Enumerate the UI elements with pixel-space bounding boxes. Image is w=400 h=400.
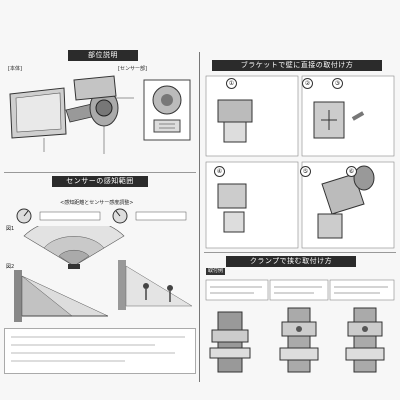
clamp-mount-title: クランプで挟む取付け方 [226,256,356,267]
detection-range-top-view [23,226,125,269]
notes-box [4,328,196,374]
wall-mount-title: ブラケットで壁に直接の取付け方 [212,60,382,71]
sensor-range-title: センサーの感知範囲 [52,176,148,187]
wall-mount-steps-illustration [205,75,395,249]
sensor-label: [センサー部] [118,66,147,72]
step-3-number: ③ [332,78,343,89]
clamp-example-badge: 取付例 [206,268,226,275]
step-6-number: ⑥ [346,166,357,177]
note-lines [11,336,185,362]
clamp-mount-illustration [205,279,395,373]
detection-range-side-view [14,270,109,322]
light-unit-illustration [9,75,191,154]
step-1-number: ① [226,78,237,89]
step-4-number: ④ [214,166,225,177]
figure-2-label: 図2 [6,264,15,270]
parts-description-title: 部位説明 [68,50,138,61]
sensitivity-dial-illustration [16,208,187,224]
front-label: [本体] [8,66,22,72]
detection-distance-label: <感知距離とセンサー感度調整> [60,200,134,206]
step-2-number: ② [302,78,313,89]
figure-1-label: 図1 [6,226,15,232]
walking-person-illustration [118,260,193,310]
step-5-number: ⑤ [300,166,311,177]
